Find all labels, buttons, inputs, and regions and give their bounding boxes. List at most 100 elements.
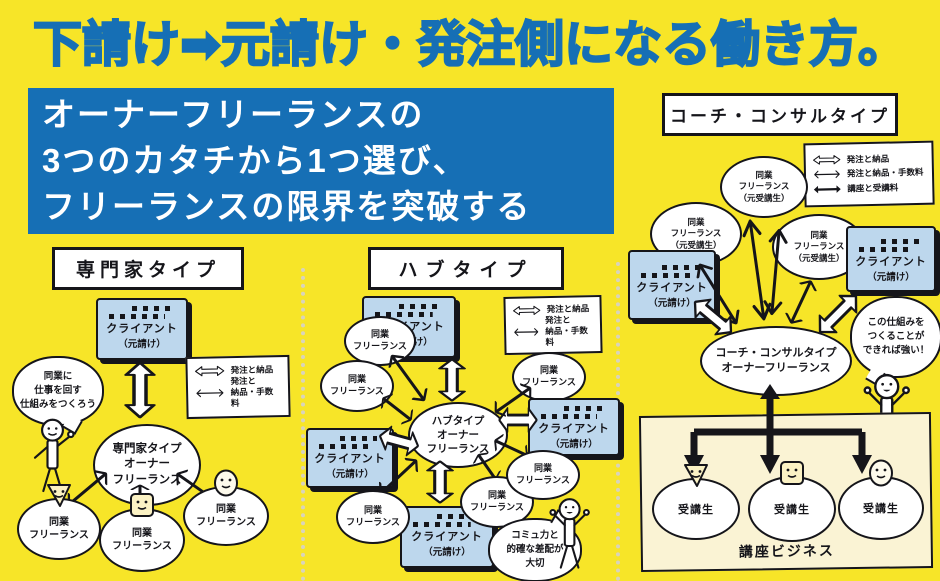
thin-arrow-icon [195,389,225,399]
speech-text: コミュ力と 的確な差配が 大切 [506,530,564,569]
speech-text: 同業に 仕事を回す 仕組みをつくろう [19,371,96,410]
client-building: クライアント （元請け） [96,298,188,360]
round-face-icon [866,459,896,487]
peer-freelancer-bubble: 同業 フリーランス [183,486,269,546]
peer-freelancer-bubble: 同業 フリーランス [336,490,410,544]
legend-label: 発注と納品 [846,153,890,165]
client-sublabel: （元請け） [648,298,696,309]
client-label: クライアント [538,423,610,435]
client-sublabel: （元請け） [867,272,915,283]
round-face-icon [211,469,241,497]
peer-label: 同業 フリーランス [196,504,256,528]
legend-row: 発注と 納品・手数料 [195,375,282,410]
solid-arrow-icon [813,185,841,195]
student-bubble: 受講生 [748,476,836,542]
specialist-owner-ellipse: 専門家タイプ オーナー フリーランス [93,424,201,506]
hub-section-header: ハブタイプ [368,247,564,290]
peer-freelancer-bubble: 同業 フリーランス [99,508,185,572]
client-sublabel: （元請け） [550,439,598,450]
square-face-icon [127,491,157,519]
thin-arrow-icon [813,170,841,180]
building-windows-icon [538,406,610,419]
peer-label: 同業 フリーランス [522,365,576,387]
hub-speech-bubble: コミュ力と 的確な差配が 大切 [488,509,582,581]
legend-row: 発注と納品 [813,153,925,166]
client-label: クライアント [636,282,708,294]
client-sublabel: （元請け） [326,469,374,480]
hub-header-label: ハブタイプ [398,260,534,281]
coach-speech-bubble: この仕組みを つくることが できれば強い！ [850,296,940,387]
legend-label: 発注と納品・手数料 [846,167,924,179]
hub-owner-ellipse: ハブタイプ オーナー フリーランス [408,402,508,468]
peer-label: 同業 フリーランス [470,490,524,512]
peer-freelancer-bubble: 同業 フリーランス [506,450,580,500]
peer-graduate-label: 同業 フリーランス （元受講生） [670,216,722,250]
student-bubble: 受講生 [652,478,740,540]
legend-label: 発注と 納品・手数料 [230,375,274,409]
client-sublabel: （元請け） [423,547,471,558]
order-delivery-arrow-icon [437,358,467,402]
main-title: 下請け➡元請け・発注側になる働き方。 [32,17,908,73]
legend-row: 発注と納品・手数料 [813,167,925,180]
triangle-face-icon [44,481,74,509]
client-building: クライアント （元請け） [528,398,620,456]
speech-text: この仕組みを つくることが できれば強い！ [862,317,930,356]
client-label: クライアント [106,323,178,335]
student-bubble: 受講生 [838,476,924,540]
specialist-section-header: 専門家タイプ [52,247,244,290]
outline-arrow-icon [513,305,541,316]
legend-label: 講座と受講料 [847,182,899,194]
building-windows-icon [372,304,446,317]
peer-freelancer-bubble: 同業 フリーランス [344,316,416,366]
legend-hub: 発注と納品 発注と 納品・手数料 [503,294,603,356]
triangle-face-icon [681,461,711,489]
legend-label: 発注と 納品・手数料 [545,314,588,348]
legend-label: 発注と納品 [230,363,274,375]
outline-arrow-icon [195,365,225,377]
specialist-speech-bubble: 同業に 仕事を回す 仕組みをつくろう [12,356,104,435]
client-sublabel: （元請け） [118,339,166,350]
peer-label: 同業 フリーランス [346,505,400,527]
course-flow-arrow [684,384,872,474]
peer-label: 同業 フリーランス [112,528,172,552]
client-label: クライアント [855,256,927,268]
legend-row: 講座と受講料 [813,182,925,195]
peer-label: 同業 フリーランス [353,329,407,351]
student-label: 受講生 [774,504,810,516]
peer-label: 同業 フリーランス [330,374,384,396]
client-building: クライアント （元請け） [628,250,716,320]
stick-figure-cheering [548,494,596,574]
peer-graduate-bubble: 同業 フリーランス （元受講生） [720,156,808,218]
building-windows-icon [410,514,484,527]
peer-graduate-label: 同業 フリーランス （元受講生） [738,169,790,203]
order-delivery-arrow-icon [123,361,157,419]
square-face-icon [777,459,807,487]
peer-label: 同業 フリーランス [516,463,570,485]
peer-freelancer-bubble: 同業 フリーランス [17,498,101,560]
column-divider-left [301,268,305,581]
peer-graduate-label: 同業 フリーランス （元受講生） [793,229,845,263]
coach-section-header: コーチ・コンサルタイプ [662,93,898,136]
outline-arrow-icon [813,155,841,166]
intro-banner: オーナーフリーランスの 3つのカタチから1つ選び、 フリーランスの限界を突破する [28,88,614,234]
order-delivery-arrow-icon [425,460,455,504]
client-label: クライアント [314,453,386,465]
course-business-label: 講座ビジネス [738,542,835,560]
legend-row: 発注と 納品・手数料 [513,314,594,349]
legend-label: 発注と納品 [546,303,590,315]
legend-specialist: 発注と納品 発注と 納品・手数料 [185,354,291,420]
peer-label: 同業 フリーランス [29,517,89,541]
client-building: クライアント （元請け） [846,226,936,292]
thin-arrow-icon [513,327,539,337]
student-label: 受講生 [863,503,899,515]
client-building: クライアント （元請け） [306,428,394,488]
student-label: 受講生 [678,504,714,516]
building-windows-icon [316,436,384,449]
specialist-header-label: 専門家タイプ [75,260,220,281]
client-label: クライアント [411,531,483,543]
legend-coach: 発注と納品 発注と納品・手数料 講座と受講料 [803,140,935,208]
building-windows-icon [856,239,926,252]
coach-header-label: コーチ・コンサルタイプ [670,107,890,126]
building-windows-icon [106,306,178,319]
